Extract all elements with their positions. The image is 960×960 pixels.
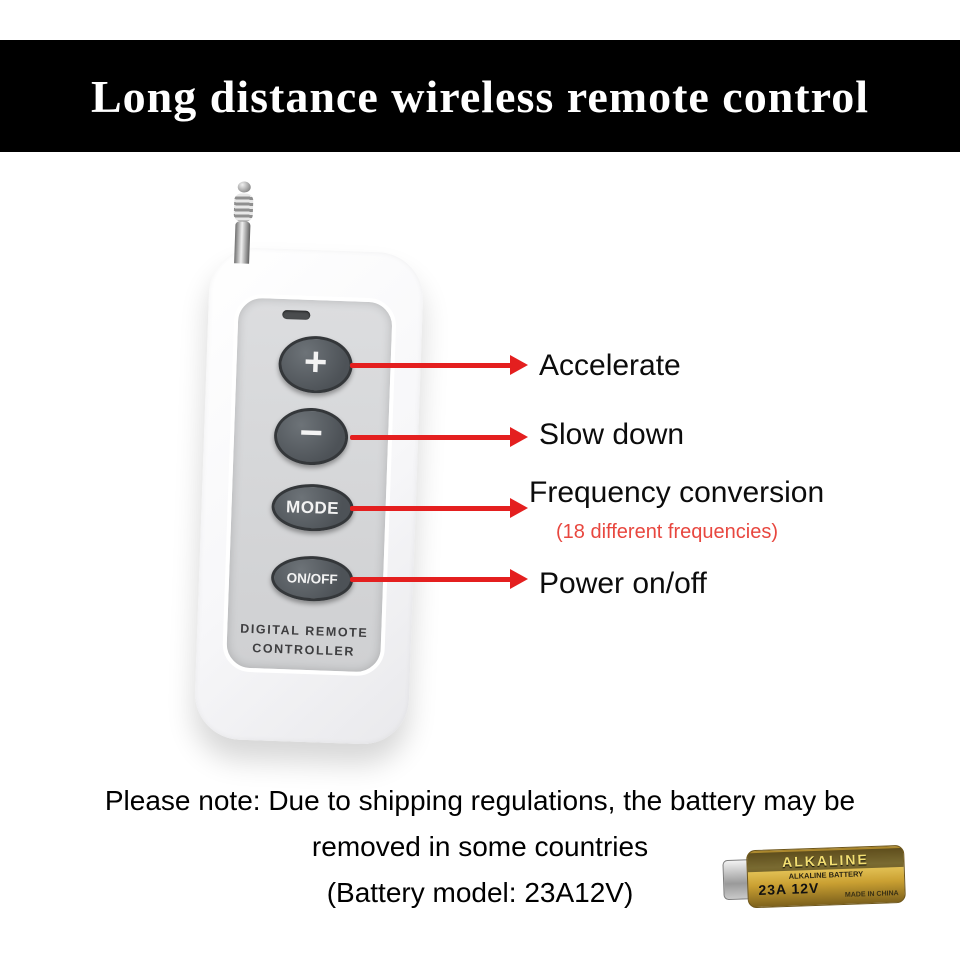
arrow-shaft (350, 435, 513, 440)
arrow-frequency (350, 498, 528, 518)
minus-button: − (273, 406, 350, 467)
antenna (224, 181, 261, 266)
led-indicator (282, 309, 311, 320)
mode-button: MODE (270, 482, 355, 533)
label-frequency-sub: (18 different frequencies) (556, 521, 778, 543)
battery-body: ALKALINE ALKALINE BATTERY 23A 12V MADE I… (746, 844, 906, 909)
arrow-head-icon (510, 569, 528, 589)
label-accelerate: Accelerate (539, 349, 681, 382)
antenna-rod (233, 221, 251, 264)
remote-brand-text: DIGITAL REMOTE CONTROLLER (226, 619, 381, 662)
title-banner: Long distance wireless remote control (0, 40, 960, 152)
plus-button: + (277, 334, 354, 395)
arrow-head-icon (510, 355, 528, 375)
shipping-note-line-1: Please note: Due to shipping regulations… (104, 785, 856, 816)
label-power-onoff: Power on/off (539, 567, 707, 600)
arrow-head-icon (510, 427, 528, 447)
onoff-button: ON/OFF (270, 554, 354, 603)
arrow-slow-down (350, 427, 528, 447)
arrow-shaft (350, 363, 513, 368)
arrow-power (350, 569, 528, 589)
antenna-tip (237, 181, 251, 193)
battery-brand-text: ALKALINE (781, 850, 870, 870)
antenna-ribs (233, 193, 254, 222)
page-title: Long distance wireless remote control (90, 70, 869, 122)
shipping-note-line-2: removed in some countries (311, 831, 649, 862)
remote-control: + − MODE ON/OFF DIGITAL REMOTE CONTROLLE… (193, 181, 425, 746)
battery-model-text: 23A 12V (758, 879, 820, 898)
battery-model-note: (Battery model: 23A12V) (326, 877, 634, 908)
remote-button-panel: + − MODE ON/OFF DIGITAL REMOTE CONTROLLE… (221, 293, 397, 677)
arrow-head-icon (510, 498, 528, 518)
label-frequency-conversion: Frequency conversion (529, 476, 825, 509)
battery-origin-text: MADE IN CHINA (844, 890, 899, 899)
battery-image: ALKALINE ALKALINE BATTERY 23A 12V MADE I… (722, 844, 906, 909)
label-slow-down: Slow down (539, 418, 685, 451)
arrow-accelerate (350, 355, 528, 375)
arrow-shaft (350, 506, 513, 511)
arrow-shaft (350, 577, 513, 582)
